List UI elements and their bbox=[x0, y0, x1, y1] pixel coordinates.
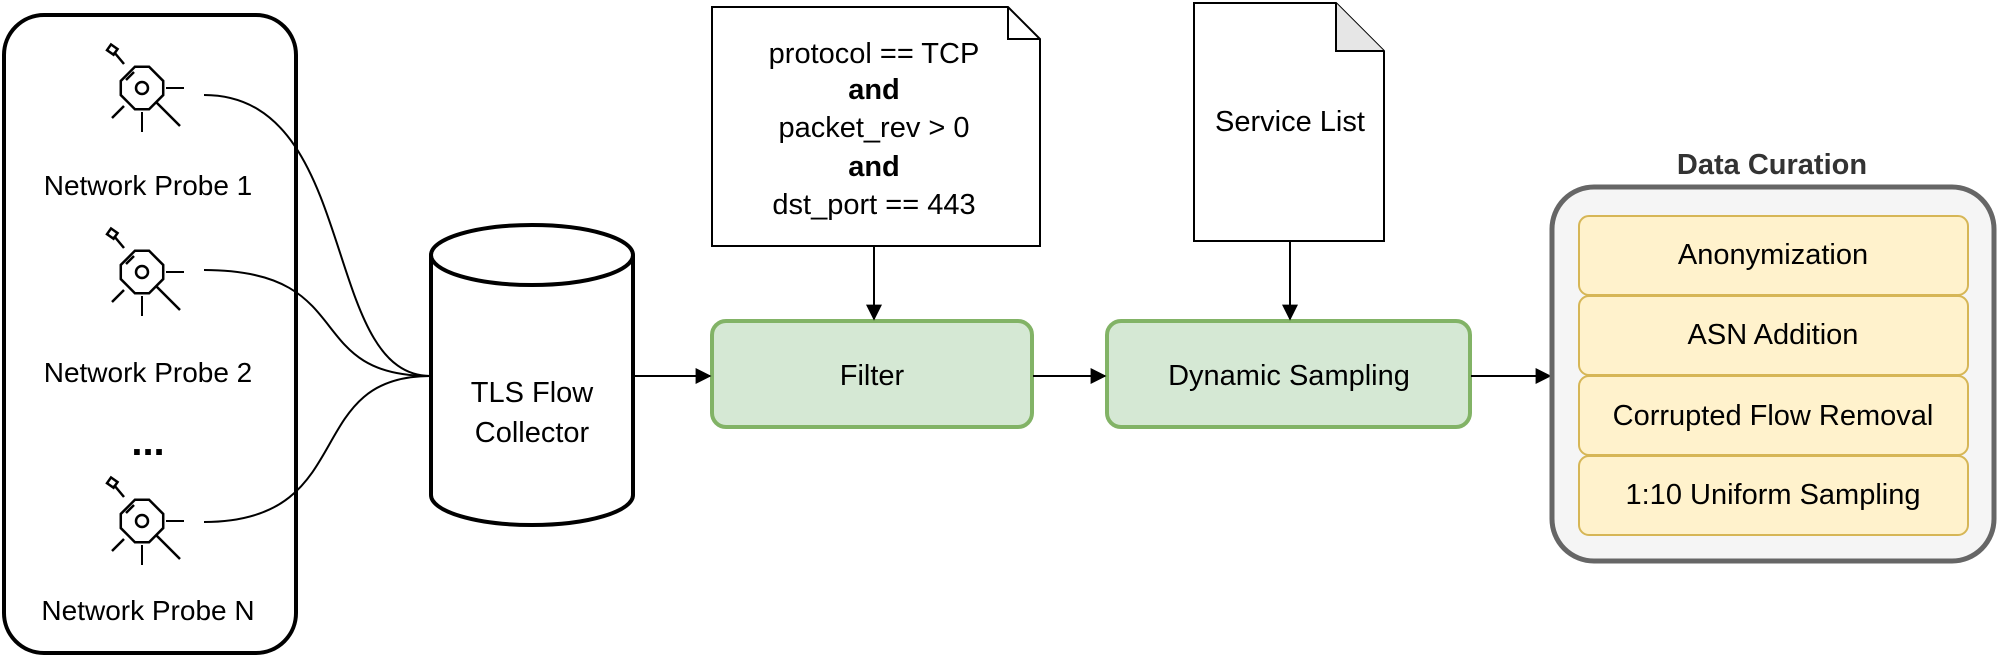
network-probe-1-label: Network Probe 1 bbox=[44, 170, 253, 201]
curation-step-asn-addition-label: ASN Addition bbox=[1688, 319, 1859, 351]
probe-1-connector bbox=[203, 94, 431, 377]
filter-label: Filter bbox=[840, 360, 905, 392]
network-probe-n-label: Network Probe N bbox=[41, 595, 254, 626]
tls-flow-collector-label-line1: TLS Flow bbox=[471, 377, 595, 409]
filter-criteria-note bbox=[711, 6, 1041, 247]
network-probe-2-label: Network Probe 2 bbox=[44, 357, 253, 388]
curation-step-uniform-sampling-label: 1:10 Uniform Sampling bbox=[1626, 479, 1921, 511]
dynamic-sampling-label: Dynamic Sampling bbox=[1168, 360, 1410, 392]
probe-group-box bbox=[2, 13, 298, 655]
dynamic-sampling-box bbox=[1105, 319, 1472, 429]
filter-criteria-line-2: and bbox=[848, 74, 900, 106]
tls-flow-collector bbox=[429, 223, 635, 527]
curation-step-anonymization-label: Anonymization bbox=[1678, 239, 1868, 271]
service-list-note bbox=[1193, 2, 1385, 242]
filter-criteria-line-4: and bbox=[848, 151, 900, 183]
curation-step-corrupted-flow-removal-label: Corrupted Flow Removal bbox=[1613, 400, 1934, 432]
probe-ellipsis: ... bbox=[131, 420, 164, 464]
probe-2-connector bbox=[203, 269, 431, 377]
filter-criteria-line-5: dst_port == 443 bbox=[772, 189, 975, 221]
curation-step-uniform-sampling bbox=[1578, 455, 1969, 536]
service-list-label: Service List bbox=[1215, 106, 1365, 138]
filter-criteria-line-1: protocol == TCP bbox=[769, 38, 980, 70]
filter-criteria-line-3: packet_rev > 0 bbox=[778, 112, 969, 144]
tls-flow-collector-label-line2: Collector bbox=[475, 417, 590, 449]
filter-box bbox=[710, 319, 1034, 429]
probe-n-connector bbox=[203, 375, 431, 523]
data-curation-title: Data Curation bbox=[1677, 149, 1867, 181]
